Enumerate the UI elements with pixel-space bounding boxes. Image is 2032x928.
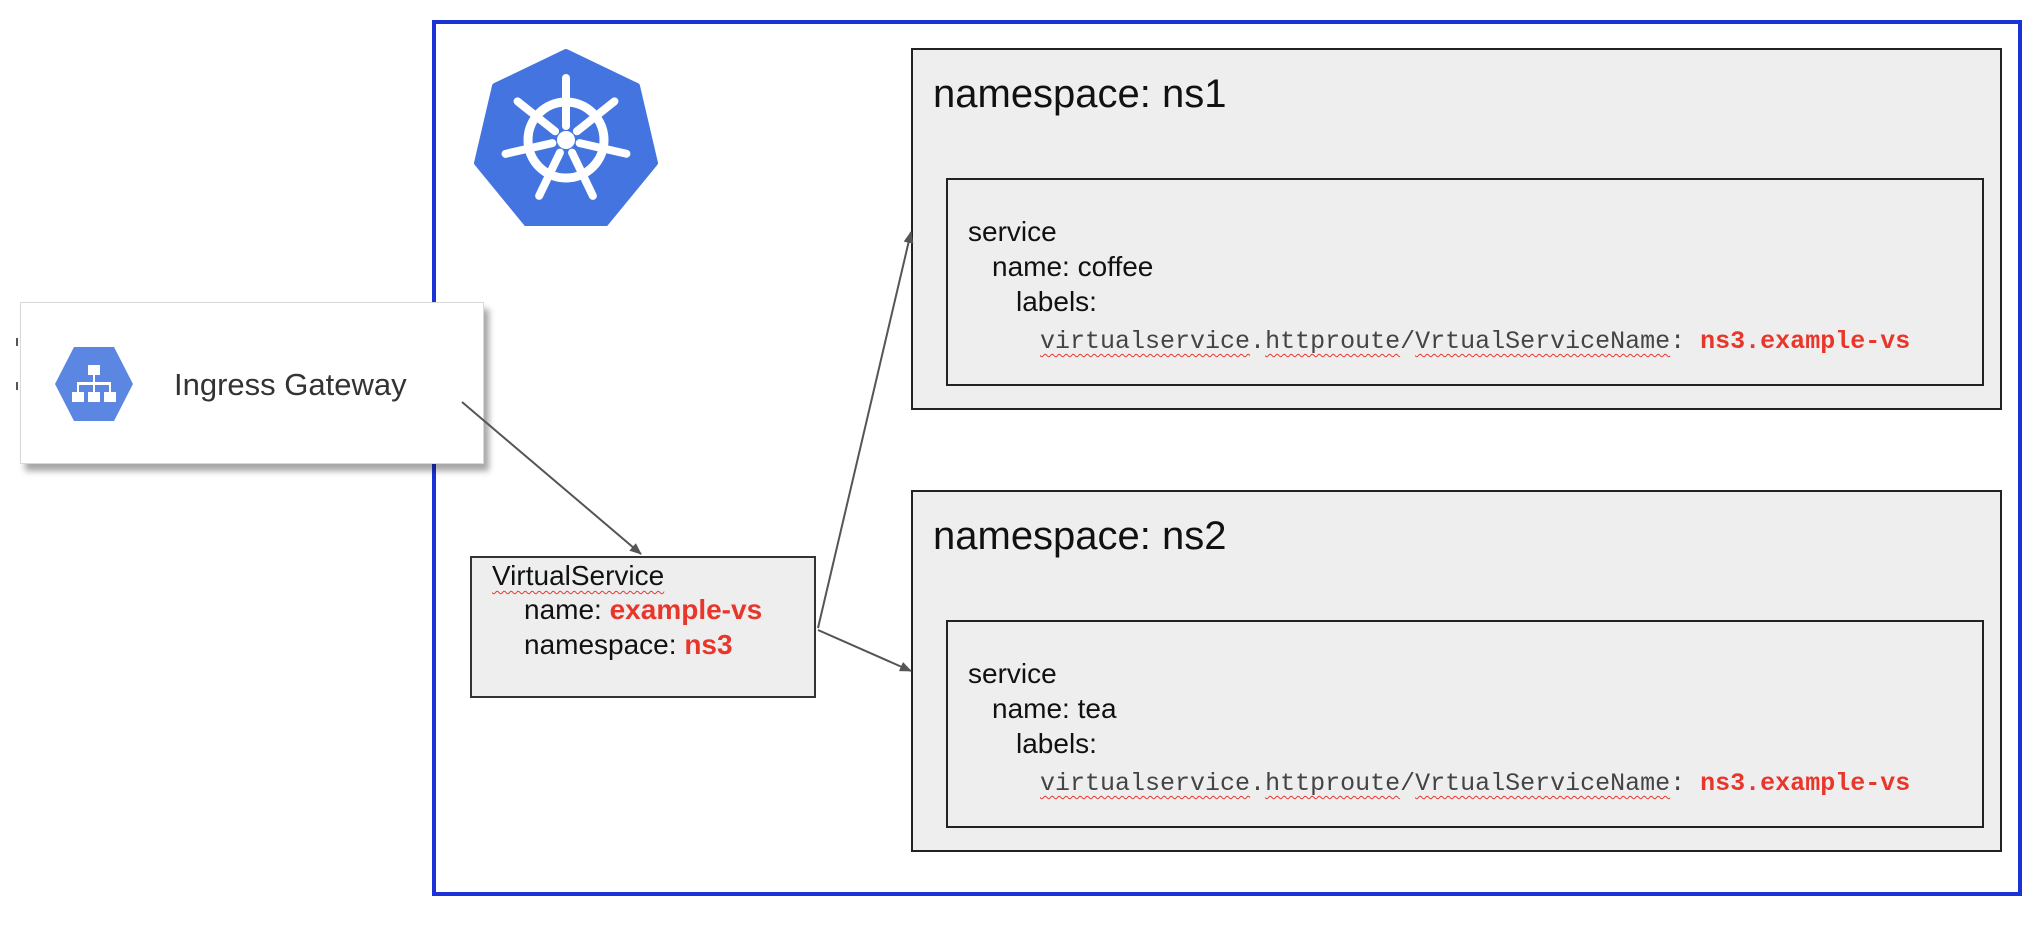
- label-value: ns3.example-vs: [1700, 327, 1911, 356]
- service-label-line: virtualservice.httproute/VrtualServiceNa…: [1040, 763, 1910, 801]
- ingress-gateway-card[interactable]: Ingress Gateway: [20, 302, 484, 464]
- label-key-separator: /: [1400, 327, 1416, 356]
- virtualservice-namespace-key: namespace:: [524, 629, 677, 660]
- label-key-part: VrtualServiceName: [1415, 769, 1671, 798]
- virtualservice-kind: VirtualService: [492, 560, 665, 591]
- virtualservice-name-key: name:: [524, 594, 602, 625]
- virtualservice-namespace-line: namespace: ns3: [524, 627, 733, 662]
- namespace-box-ns2[interactable]: namespace: ns2 service name: tea labels:…: [911, 490, 2002, 852]
- label-key-separator: /: [1400, 769, 1416, 798]
- ingress-gateway-label: Ingress Gateway: [174, 367, 407, 402]
- namespace-title: namespace: ns2: [933, 514, 1227, 558]
- namespace-box-ns1[interactable]: namespace: ns1 service name: coffee labe…: [911, 48, 2002, 410]
- label-key-separator: :: [1670, 327, 1701, 356]
- kubernetes-helm-icon: [474, 48, 658, 227]
- service-kind: service: [968, 658, 1057, 689]
- virtualservice-name-line: name: example-vs: [524, 592, 762, 627]
- label-key-part: httproute: [1265, 769, 1401, 798]
- virtualservice-name-value: example-vs: [609, 594, 763, 625]
- label-key-separator: .: [1250, 769, 1266, 798]
- service-labels-key: labels:: [1016, 728, 1097, 759]
- label-key-part: httproute: [1265, 327, 1401, 356]
- virtualservice-namespace-value: ns3: [684, 629, 733, 660]
- virtualservice-box[interactable]: VirtualService name: example-vs namespac…: [470, 556, 816, 698]
- service-kind: service: [968, 216, 1057, 247]
- label-key-part: VrtualServiceName: [1415, 327, 1671, 356]
- label-key-part: virtualservice: [1040, 327, 1251, 356]
- service-labels-key: labels:: [1016, 286, 1097, 317]
- label-key-part: virtualservice: [1040, 769, 1251, 798]
- label-key-separator: :: [1670, 769, 1701, 798]
- label-key-separator: .: [1250, 327, 1266, 356]
- label-value: ns3.example-vs: [1700, 769, 1911, 798]
- sitemap-hexagon-icon: [53, 345, 135, 423]
- namespace-title: namespace: ns1: [933, 72, 1227, 116]
- service-name: name: tea: [992, 693, 1117, 724]
- service-label-line: virtualservice.httproute/VrtualServiceNa…: [1040, 321, 1910, 359]
- service-name: name: coffee: [992, 251, 1154, 282]
- edge-marks: [16, 338, 18, 390]
- service-box-tea[interactable]: service name: tea labels: virtualservice…: [946, 620, 1984, 828]
- service-box-coffee[interactable]: service name: coffee labels: virtualserv…: [946, 178, 1984, 386]
